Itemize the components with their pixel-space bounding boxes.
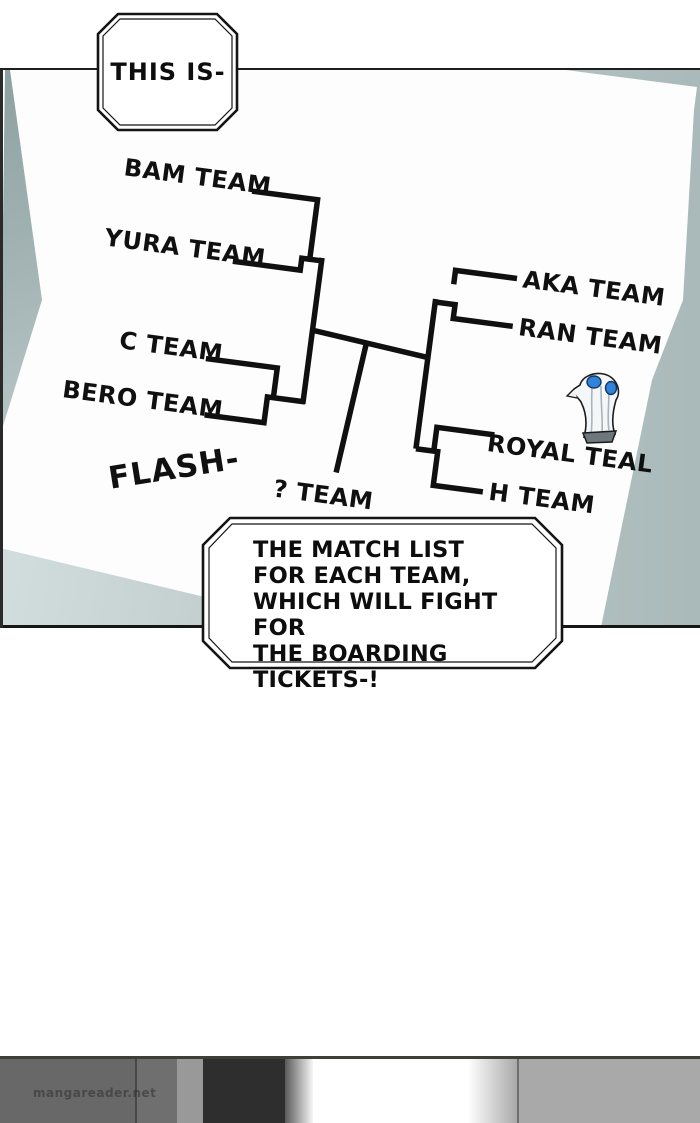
bracket-line-bero [204,393,306,426]
bottom-bubble-line-1: THE MATCH LIST [253,537,465,563]
bracket-line-c [205,355,281,397]
bottom-bubble-outer-border [201,516,564,670]
top-bubble-text: THIS IS- [110,58,226,86]
top-speech-bubble [96,12,239,132]
strip-segment-gray-3 [177,1059,203,1123]
bracket-line-royal [431,424,495,450]
bracket-sheet: BAM TEAM YURA TEAM C TEAM BERO TEAM AKA … [0,55,667,602]
bracket-line-ran [434,299,514,330]
bottom-bubble-text: THE MATCH LIST FOR EACH TEAM, WHICH WILL… [253,537,553,693]
top-bubble-outer-border [96,12,239,132]
strip-segment-white [313,1059,468,1123]
tournament-bracket-diagram [204,188,518,495]
bracket-line-aka [450,267,518,285]
statue-icon [565,372,620,444]
strip-top-border [0,1056,700,1059]
bottom-bubble-line-4: THE BOARDING TICKETS-! [253,641,448,693]
bottom-bubble-line-3: WHICH WILL FIGHT FOR [253,589,498,641]
bracket-line-yura [232,255,322,274]
bracket-line-h [415,446,484,495]
bracket-line-center [311,327,429,361]
strip-segment-gradient-1 [285,1059,313,1123]
strip-segment-gradient-2 [468,1059,517,1123]
panel-border-top [0,68,700,70]
bracket-line-right-semifinal [413,298,439,450]
top-bubble-inner-border [102,18,233,126]
strip-segment-gray-2 [137,1059,177,1123]
bracket-line-final-stem [333,343,369,474]
bottom-speech-bubble [201,516,564,670]
panel-border-left [0,70,3,628]
strip-divider-1 [135,1059,137,1123]
bottom-bubble-inner-border [208,523,557,663]
bracket-line-bam [251,188,321,258]
watermark-text: mangareader.net [33,1086,157,1100]
strip-segment-dark [203,1059,285,1123]
strip-divider-2 [517,1059,519,1123]
bottom-bubble-line-2: FOR EACH TEAM, [253,563,471,589]
strip-segment-gray-4 [519,1059,700,1123]
bottom-panel-strip [0,1056,700,1123]
strip-segment-gray-1 [0,1059,135,1123]
